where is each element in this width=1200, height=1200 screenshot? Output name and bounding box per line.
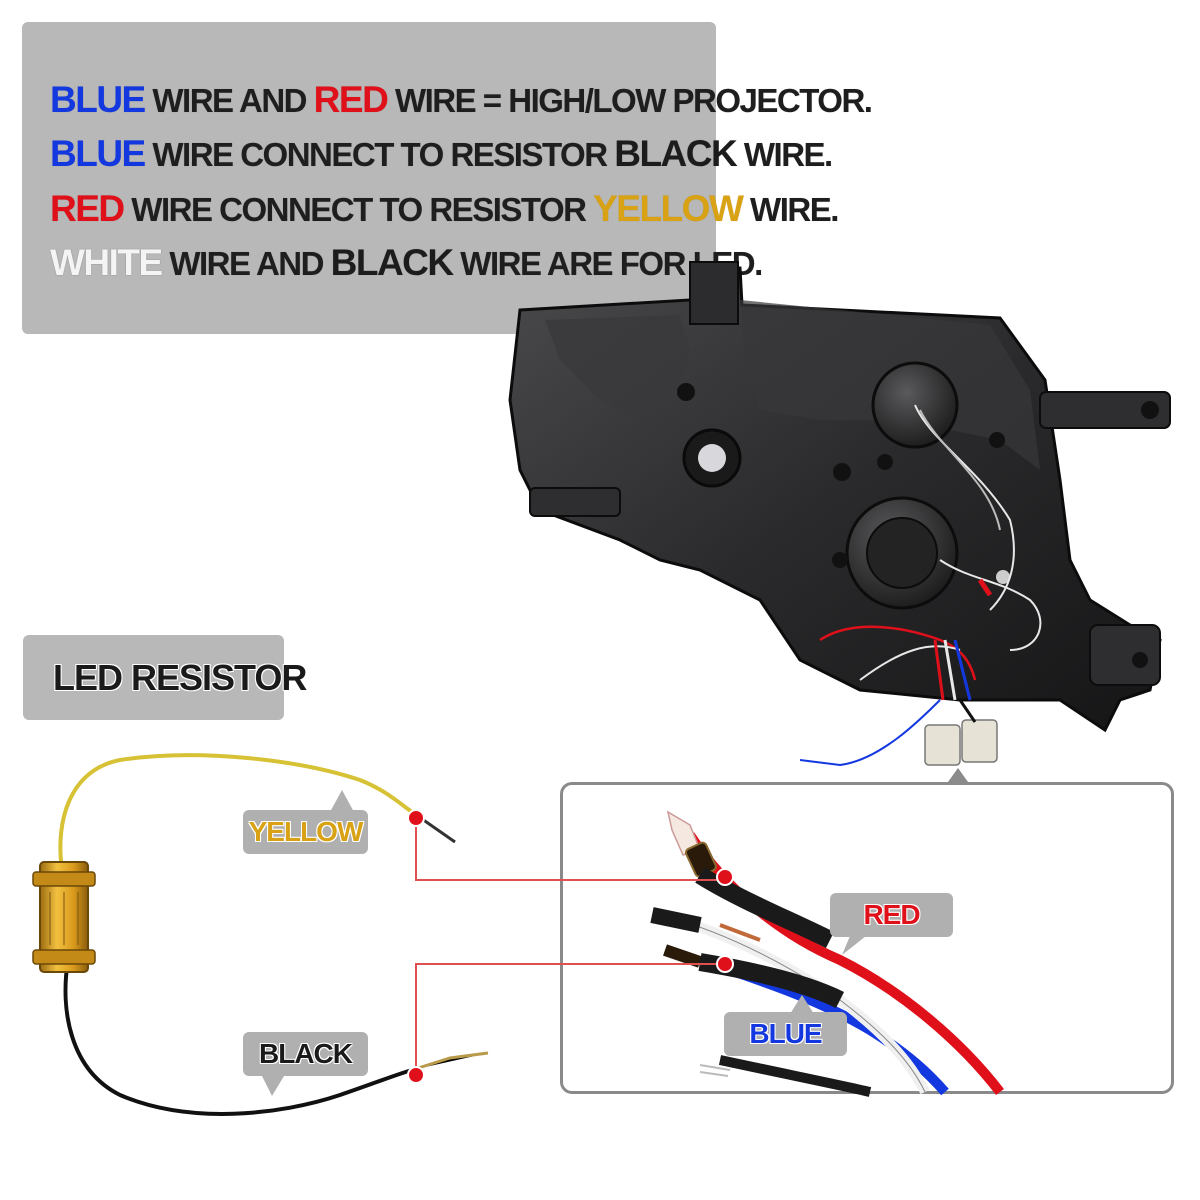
text: WIRE. [742,191,839,228]
label-black: BLACK [243,1032,368,1076]
label-blue: BLUE [724,1012,847,1056]
word-blue: BLUE [50,79,146,120]
word-red: RED [50,188,125,229]
wire-closeup-callout [560,782,1174,1094]
led-resistor-title: LED RESISTOR [53,657,307,698]
callout-pointer [948,768,968,782]
word-white: WHITE [50,242,163,283]
text: WIRE CONNECT TO RESISTOR [144,136,615,173]
label-yellow: YELLOW [243,810,368,854]
text: WIRE AND [161,245,331,282]
led-resistor-label-box: LED RESISTOR [23,635,307,720]
text: WIRE = HIGH/LOW PROJECTOR. [387,82,873,119]
text: WIRE CONNECT TO RESISTOR [123,191,594,228]
instruction-line-3: RED WIRE CONNECT TO RESISTOR YELLOW WIRE… [50,188,839,230]
word-black: BLACK [614,133,737,174]
black-lead-tip [411,1051,489,1072]
text: WIRE AND [144,82,314,119]
instruction-line-2: BLUE WIRE CONNECT TO RESISTOR BLACK WIRE… [50,133,833,175]
label-yellow-text: YELLOW [248,816,364,847]
word-red: RED [313,79,389,120]
word-yellow: YELLOW [593,188,744,229]
black-to-blue-connector [415,963,725,1075]
text: WIRE. [736,136,833,173]
instruction-panel: BLUE WIRE AND RED WIRE = HIGH/LOW PROJEC… [22,22,873,334]
resistor-body [32,861,96,973]
label-blue-text: BLUE [749,1018,822,1049]
word-blue: BLUE [50,133,146,174]
headlight-housing [508,261,1171,767]
label-red: RED [830,893,953,937]
connection-dots [407,809,734,1084]
word-black: BLACK [330,242,454,283]
label-red-text: RED [863,899,920,930]
label-black-text: BLACK [259,1038,353,1069]
yellow-to-red-connector [415,818,725,881]
black-lead [63,959,413,1116]
yellow-lead [58,753,414,871]
instruction-line-1: BLUE WIRE AND RED WIRE = HIGH/LOW PROJEC… [50,79,873,121]
